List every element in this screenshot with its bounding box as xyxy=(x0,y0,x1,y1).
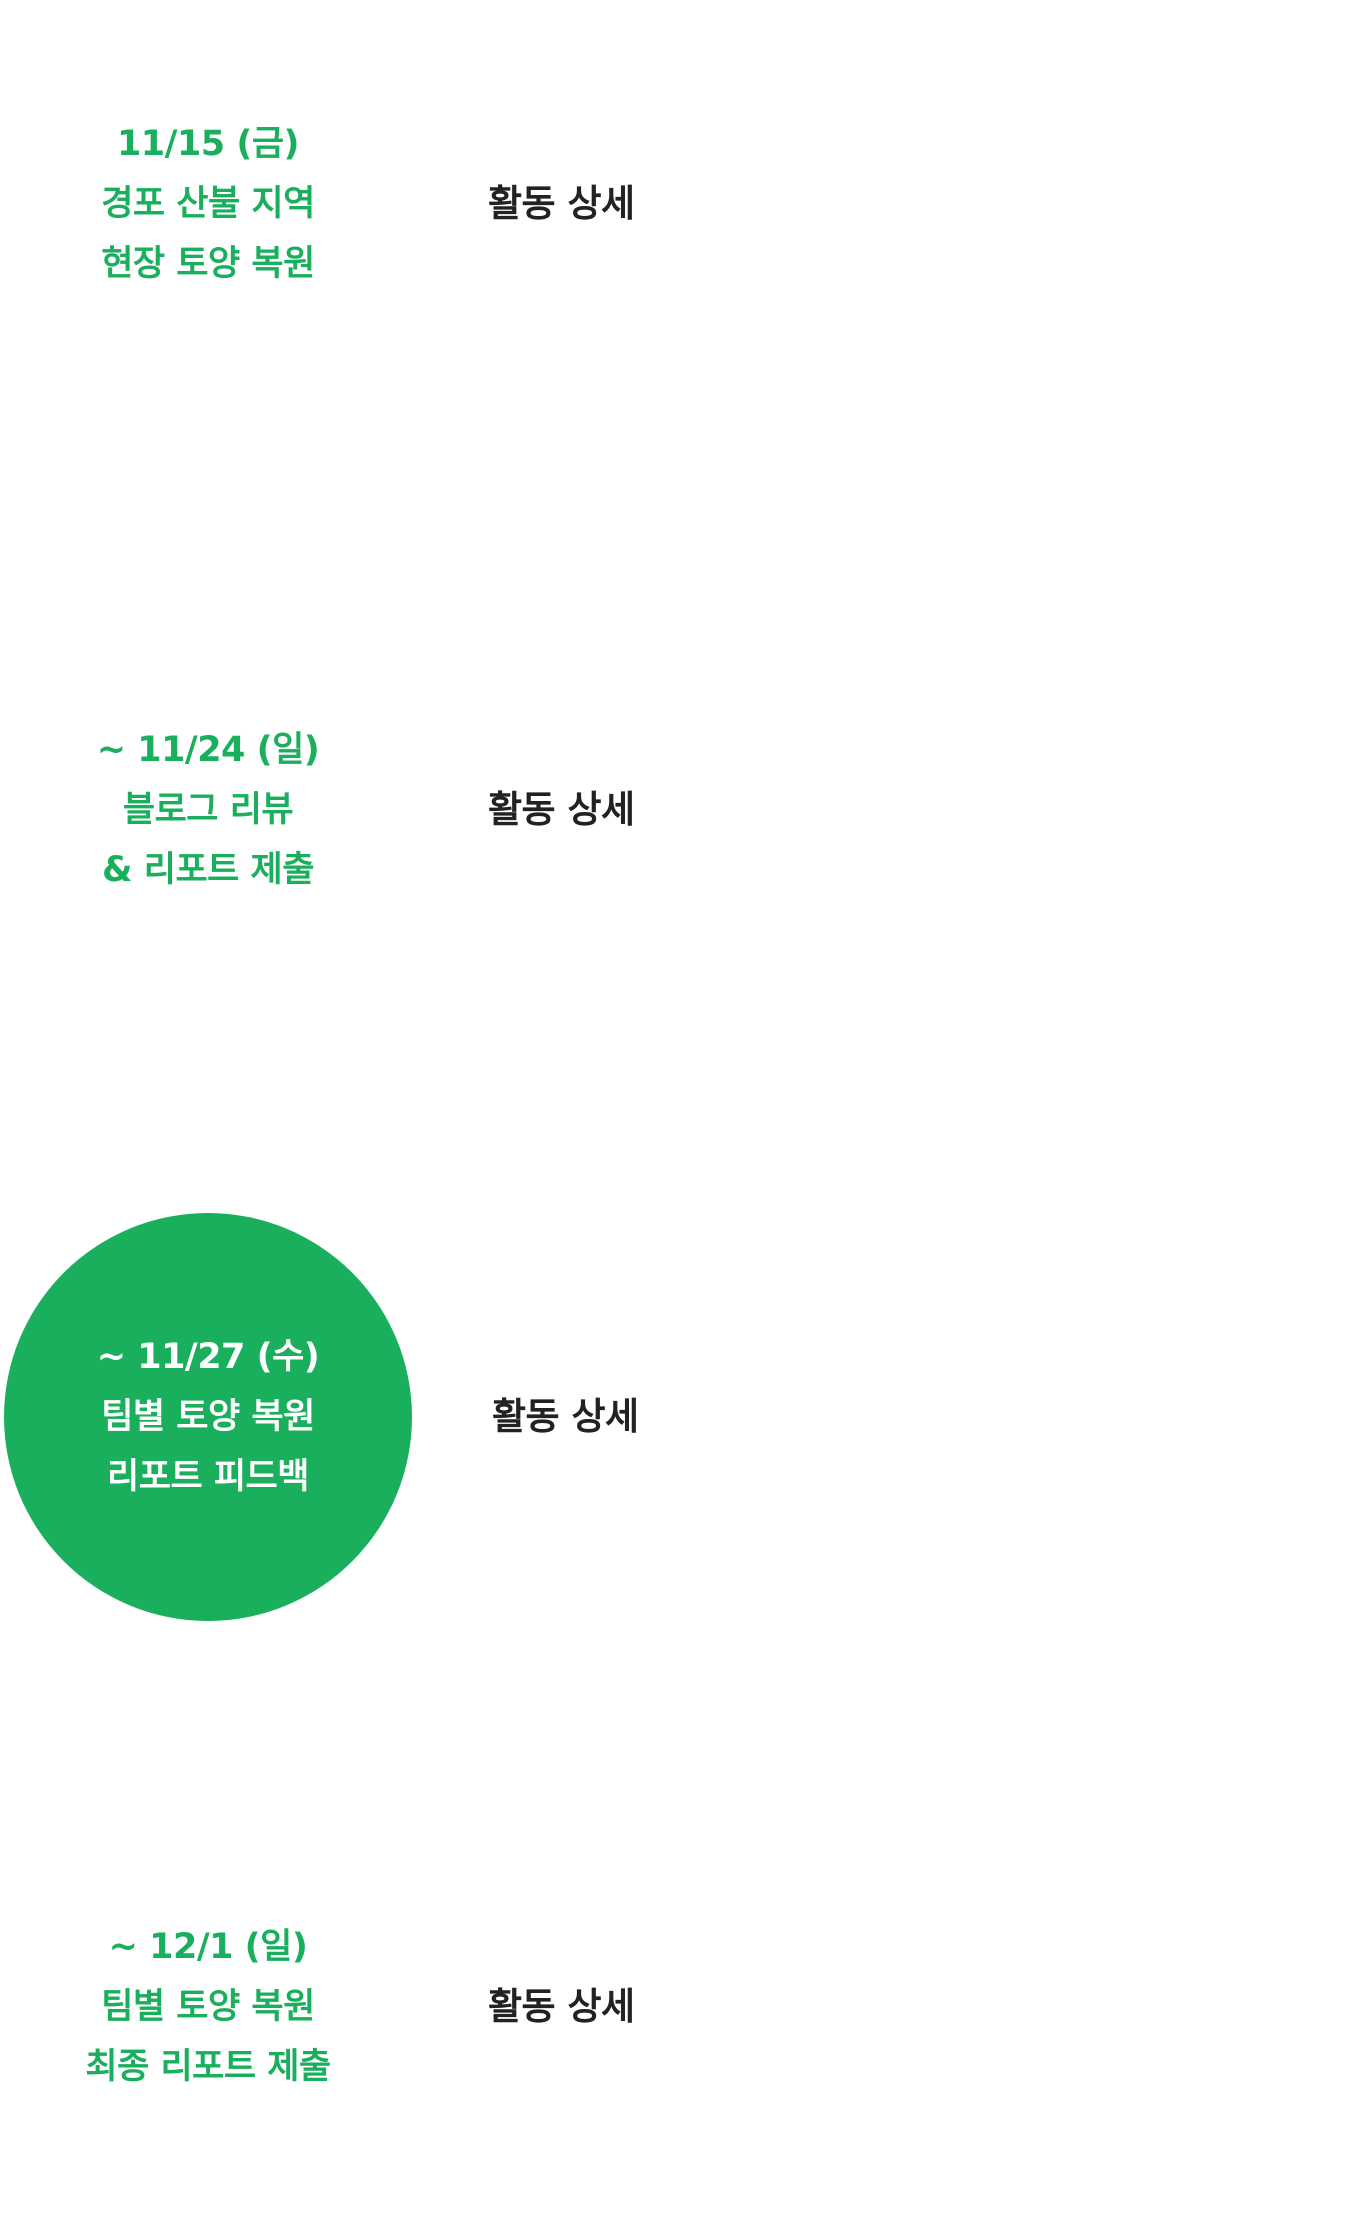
timeline-step: 11/15 (금) 경포 산불 지역 현장 토양 복원 활동 상세 xyxy=(0,0,1360,420)
step-title-line-1: 블로그 리뷰 xyxy=(122,790,294,830)
step-circle: 11/15 (금) 경포 산불 지역 현장 토양 복원 xyxy=(4,0,412,408)
step-title-line-2: 최종 리포트 제출 xyxy=(85,2047,331,2087)
step-date: ~ 11/27 (수) xyxy=(96,1337,320,1377)
activity-detail-link[interactable]: 활동 상세 xyxy=(492,1395,639,1438)
step-title-line-2: 리포트 피드백 xyxy=(107,1457,309,1497)
step-circle: ~ 12/1 (일) 팀별 토양 복원 최종 리포트 제출 xyxy=(4,1803,412,2211)
step-circle: ~ 11/24 (일) 블로그 리뷰 & 리포트 제출 xyxy=(4,606,412,1014)
activity-detail-link[interactable]: 활동 상세 xyxy=(488,182,635,225)
step-date: ~ 11/24 (일) xyxy=(96,730,320,770)
step-date: ~ 12/1 (일) xyxy=(108,1927,308,1967)
step-circle-active: ~ 11/27 (수) 팀별 토양 복원 리포트 피드백 xyxy=(4,1213,412,1621)
step-title-line-1: 팀별 토양 복원 xyxy=(101,1397,315,1437)
timeline-step: ~ 11/24 (일) 블로그 리뷰 & 리포트 제출 활동 상세 xyxy=(0,606,1360,1026)
timeline-step-current: ~ 11/27 (수) 팀별 토양 복원 리포트 피드백 활동 상세 xyxy=(0,1213,1360,1633)
activity-detail-link[interactable]: 활동 상세 xyxy=(488,788,635,831)
step-title-line-1: 팀별 토양 복원 xyxy=(101,1987,315,2027)
step-title-line-1: 경포 산불 지역 xyxy=(101,184,315,224)
step-title-line-2: 현장 토양 복원 xyxy=(101,244,315,284)
activity-detail-link[interactable]: 활동 상세 xyxy=(488,1985,635,2028)
step-date: 11/15 (금) xyxy=(116,124,300,164)
timeline-step: ~ 12/1 (일) 팀별 토양 복원 최종 리포트 제출 활동 상세 xyxy=(0,1803,1360,2223)
step-title-line-2: & 리포트 제출 xyxy=(102,850,314,890)
